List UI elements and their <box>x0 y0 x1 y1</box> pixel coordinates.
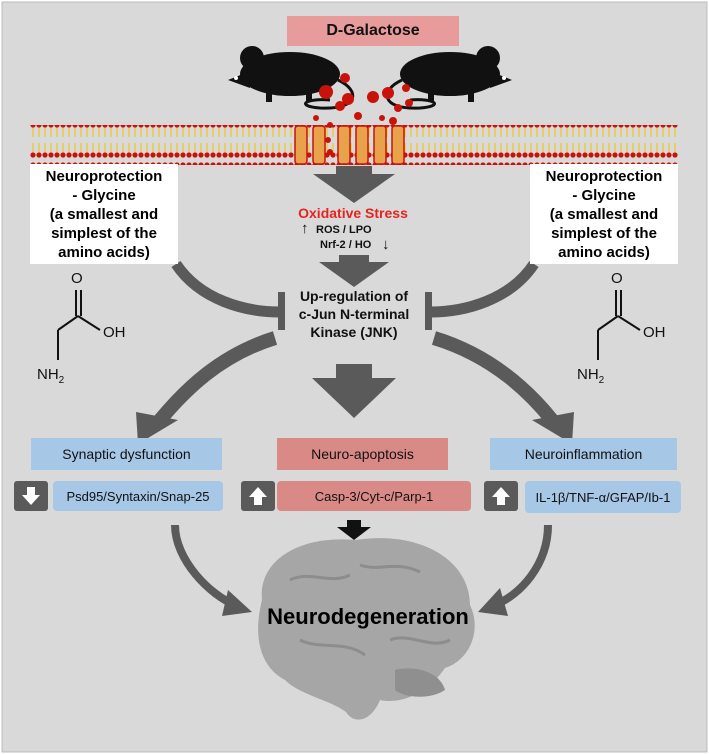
nrf2-ho-label: Nrf-2 / HO <box>320 239 372 251</box>
mouse-left-icon <box>228 46 355 110</box>
arrow-to-synaptic <box>136 331 278 444</box>
carbonyl-o-right: O <box>611 270 623 287</box>
arrow-jnk-to-apoptosis <box>312 364 396 418</box>
neuroprotection-box-left: Neuroprotection - Glycine (a smallest an… <box>30 164 178 264</box>
arrow-to-inflammation <box>431 331 574 444</box>
up-arrow-icon <box>249 487 267 505</box>
apoptosis-markers-box: Casp-3/Cyt-c/Parp-1 <box>277 481 471 511</box>
up-indicator-inflammation <box>484 481 518 511</box>
brain-icon <box>258 538 475 720</box>
jnk-label: Up-regulation of c-Jun N-terminal Kinase… <box>268 287 440 341</box>
arrow-head-right <box>478 588 508 616</box>
up-indicator-apoptosis <box>241 481 275 511</box>
jnk-line-2: c-Jun N-terminal <box>298 306 410 322</box>
down-arrow-icon <box>22 487 40 505</box>
jnk-line-3: Kinase (JNK) <box>310 324 398 340</box>
arrow-membrane-to-stress <box>313 166 395 203</box>
ros-lpo-label: ROS / LPO <box>316 224 372 236</box>
neuroprotection-box-right: Neuroprotection - Glycine (a smallest an… <box>530 164 678 264</box>
arrow-head-left <box>222 590 252 616</box>
inflammation-markers-box: IL-1β/TNF-α/GFAP/Ib-1 <box>525 481 681 513</box>
oxidative-stress-title: Oxidative Stress <box>298 205 408 221</box>
inhibition-arc-left <box>171 260 285 330</box>
amine-left: NH2 <box>37 366 65 386</box>
synaptic-markers-box: Psd95/Syntaxin/Snap-25 <box>53 481 223 511</box>
jnk-line-1: Up-regulation of <box>299 288 409 304</box>
galactose-particles <box>313 73 413 128</box>
membrane-channel-icon <box>294 125 405 187</box>
arrow-stress-to-jnk <box>319 255 389 287</box>
cell-membrane <box>30 125 678 165</box>
carbonyl-o-left: O <box>71 270 83 287</box>
up-arrow-icon <box>492 487 510 505</box>
d-galactose-label: D-Galactose <box>287 16 459 46</box>
glycine-structure-right <box>597 290 641 360</box>
amine-right: NH2 <box>577 366 605 386</box>
inhibition-arc-right <box>425 260 539 330</box>
hydroxyl-right: OH <box>643 324 666 341</box>
down-indicator-synaptic <box>14 481 48 511</box>
down-arrow-icon: ↓ <box>382 236 390 253</box>
hydroxyl-left: OH <box>103 324 126 341</box>
up-arrow-icon: ↑ <box>301 220 309 237</box>
neurodegeneration-label: Neurodegeneration <box>267 604 469 629</box>
neuro-apoptosis-box: Neuro-apoptosis <box>277 438 448 470</box>
synaptic-dysfunction-box: Synaptic dysfunction <box>31 438 222 470</box>
glycine-structure-left <box>57 290 101 360</box>
neuroinflammation-box: Neuroinflammation <box>490 438 677 470</box>
arrow-apoptosis-to-brain <box>337 520 371 540</box>
